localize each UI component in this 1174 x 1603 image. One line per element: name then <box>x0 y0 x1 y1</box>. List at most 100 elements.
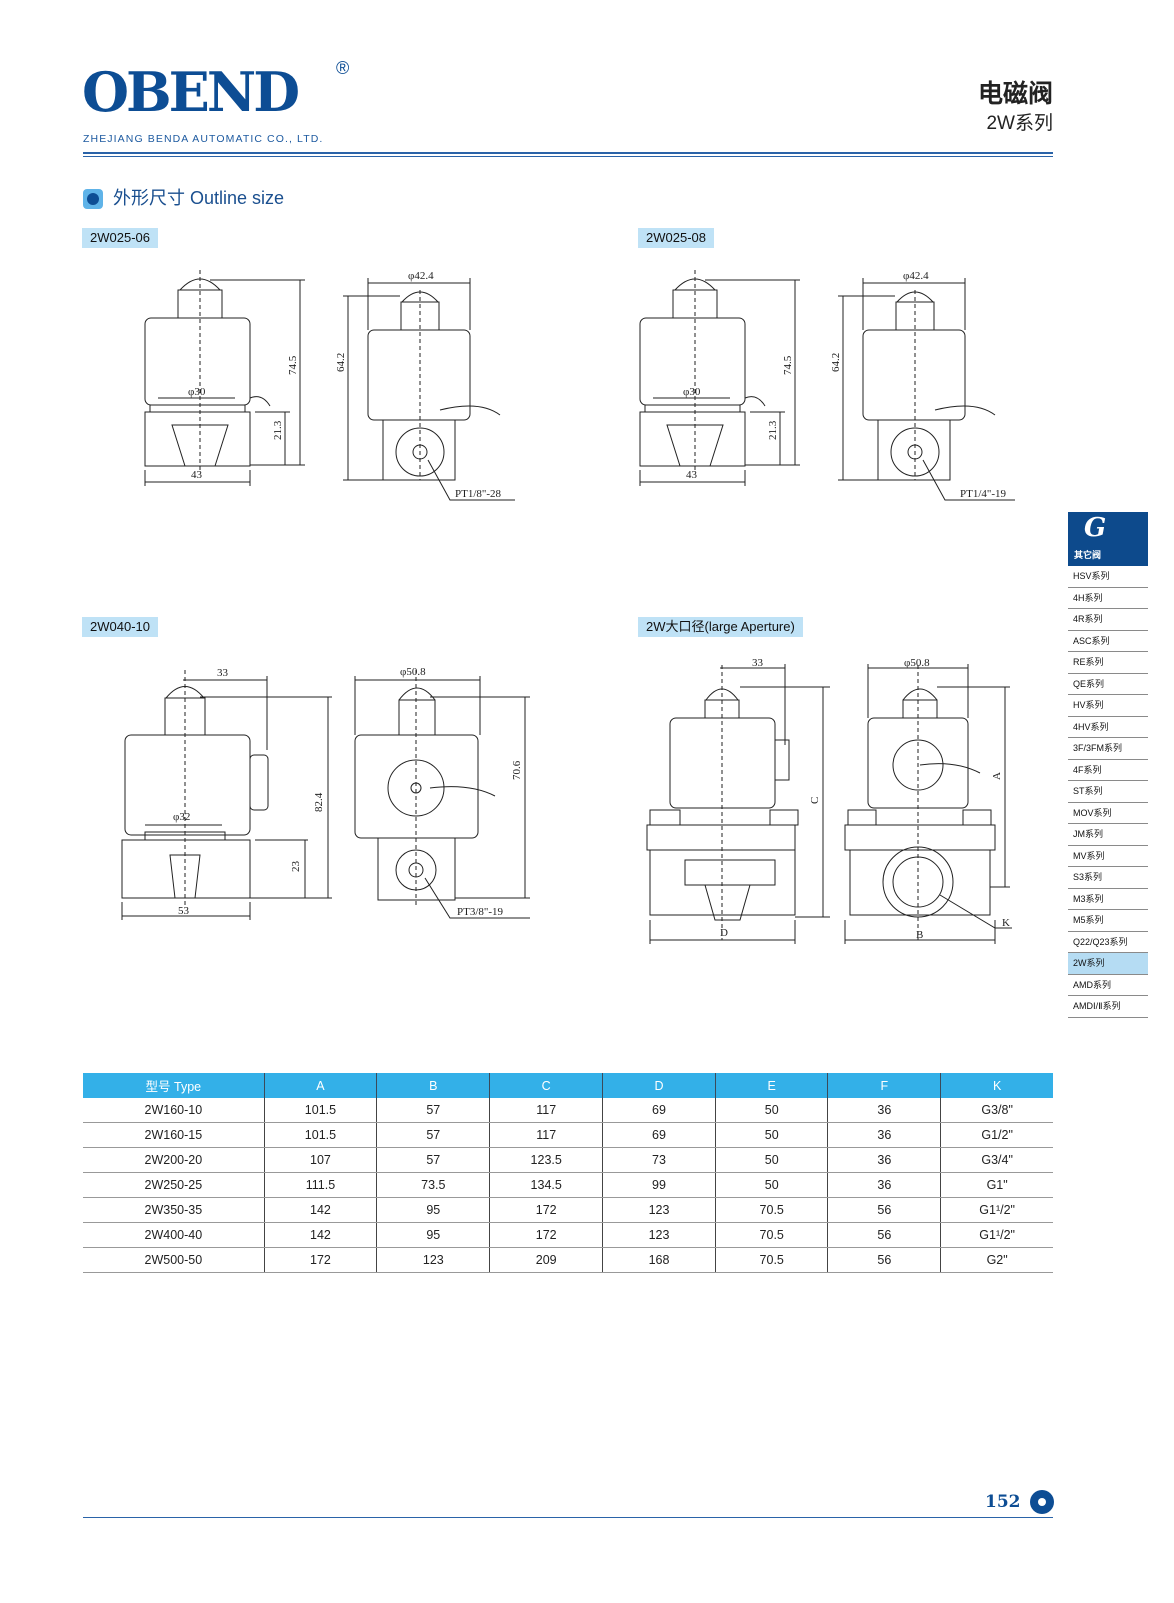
table-cell: 56 <box>827 1197 941 1223</box>
dim-top-dia: φ42.4 <box>408 270 434 282</box>
sidebar-item[interactable]: 4HV系列 <box>1068 717 1148 738</box>
dim-height-side: 70.6 <box>511 760 523 780</box>
model-label-2w025-06: 2W025-06 <box>82 228 158 248</box>
sidebar-item[interactable]: HV系列 <box>1068 695 1148 717</box>
footer-divider <box>83 1517 1053 1518</box>
sidebar-item[interactable]: MOV系列 <box>1068 803 1148 824</box>
dim-d: D <box>720 927 728 939</box>
table-cell: 99 <box>601 1172 716 1198</box>
dim-top-dia: φ50.8 <box>904 657 930 669</box>
sidebar-item[interactable]: 2W系列 <box>1068 953 1148 975</box>
dim-width: 53 <box>178 905 190 917</box>
sidebar-item[interactable]: JM系列 <box>1068 824 1148 846</box>
dim-top-dia: φ42.4 <box>903 270 929 282</box>
section-title: 外形尺寸 Outline size <box>113 188 285 208</box>
table-cell: 36 <box>827 1147 941 1173</box>
table-cell: G3/8" <box>940 1098 1053 1123</box>
dim-b: B <box>916 929 923 941</box>
dim-coil-dia: φ30 <box>683 386 701 398</box>
sidebar-item[interactable]: AMD系列 <box>1068 975 1148 996</box>
dim-offset: 33 <box>217 667 229 679</box>
category-name: 其它阀 <box>1068 545 1148 566</box>
table-cell: 95 <box>376 1197 490 1223</box>
table-cell: 123 <box>601 1222 716 1248</box>
table-cell: 70.5 <box>715 1247 828 1273</box>
dim-height-side: 64.2 <box>335 353 347 372</box>
dim-k: K <box>1002 917 1010 929</box>
dim-height-base: 23 <box>290 861 302 873</box>
table-cell: 123 <box>601 1197 716 1223</box>
header-divider-thin <box>83 156 1053 157</box>
column-header: E <box>715 1073 828 1098</box>
table-cell: 50 <box>715 1147 828 1173</box>
table-cell: 142 <box>263 1197 377 1223</box>
column-header: K <box>940 1073 1053 1098</box>
model-label-large-aperture: 2W大口径(large Aperture) <box>638 617 803 637</box>
column-header: A <box>263 1073 377 1098</box>
table-cell: 101.5 <box>263 1098 377 1123</box>
table-cell: 2W500-50 <box>83 1247 265 1273</box>
table-cell: 2W250-25 <box>83 1172 265 1198</box>
column-header: D <box>601 1073 716 1098</box>
dim-width: 43 <box>191 469 203 481</box>
sidebar-item[interactable]: Q22/Q23系列 <box>1068 932 1148 953</box>
table-cell: G1" <box>940 1172 1053 1198</box>
sidebar-item[interactable]: QE系列 <box>1068 674 1148 695</box>
dim-coil-dia: φ32 <box>173 811 190 823</box>
table-cell: 56 <box>827 1222 941 1248</box>
table-cell: 70.5 <box>715 1197 828 1223</box>
registered-mark: ® <box>336 58 350 78</box>
table-cell: 69 <box>601 1098 716 1123</box>
table-cell: 69 <box>601 1122 716 1148</box>
sidebar-item[interactable]: AMDⅠ/Ⅱ系列 <box>1068 996 1148 1018</box>
sidebar-item[interactable]: MV系列 <box>1068 846 1148 867</box>
table-cell: 57 <box>376 1147 490 1173</box>
sidebar-item[interactable]: 3F/3FM系列 <box>1068 738 1148 760</box>
sidebar-item[interactable]: M5系列 <box>1068 910 1148 932</box>
dim-coil-dia: φ30 <box>188 386 206 398</box>
brand-icon <box>1030 1490 1054 1514</box>
sidebar-item[interactable]: RE系列 <box>1068 652 1148 674</box>
table-cell: 209 <box>489 1247 603 1273</box>
table-cell: 36 <box>827 1122 941 1148</box>
table-cell: 73.5 <box>376 1172 490 1198</box>
category-letter: G <box>1068 512 1148 545</box>
table-cell: 2W400-40 <box>83 1222 265 1248</box>
page-number: 152 <box>985 1492 1021 1512</box>
model-label-2w025-08: 2W025-08 <box>638 228 714 248</box>
sidebar-item[interactable]: ST系列 <box>1068 781 1148 803</box>
table-cell: 50 <box>715 1122 828 1148</box>
sidebar-item[interactable]: S3系列 <box>1068 867 1148 889</box>
sidebar-item[interactable]: 4R系列 <box>1068 609 1148 631</box>
table-cell: 57 <box>376 1098 490 1123</box>
table-cell: G3/4" <box>940 1147 1053 1173</box>
table-cell: 73 <box>601 1147 716 1173</box>
sidebar-item[interactable]: HSV系列 <box>1068 566 1148 588</box>
table-cell: 142 <box>263 1222 377 1248</box>
table-cell: G1¹/2" <box>940 1222 1053 1248</box>
table-cell: 123 <box>376 1247 490 1273</box>
sidebar-item[interactable]: ASC系列 <box>1068 631 1148 652</box>
sidebar-item[interactable]: M3系列 <box>1068 889 1148 910</box>
column-header: C <box>489 1073 603 1098</box>
table-cell: 107 <box>263 1147 377 1173</box>
dim-height-total: 74.5 <box>287 355 299 375</box>
dim-height-base: 21.3 <box>767 420 779 440</box>
table-cell: 36 <box>827 1172 941 1198</box>
dim-port: PT3/8"-19 <box>457 906 504 918</box>
drawing-2w040-10 <box>121 670 530 920</box>
sidebar-item[interactable]: 4H系列 <box>1068 588 1148 609</box>
table-cell: 57 <box>376 1122 490 1148</box>
sidebar-item[interactable]: 4F系列 <box>1068 760 1148 781</box>
table-cell: 2W200-20 <box>83 1147 265 1173</box>
brand-logo: OBEND <box>82 60 300 124</box>
table-cell: 56 <box>827 1247 941 1273</box>
table-cell: G1/2" <box>940 1122 1053 1148</box>
